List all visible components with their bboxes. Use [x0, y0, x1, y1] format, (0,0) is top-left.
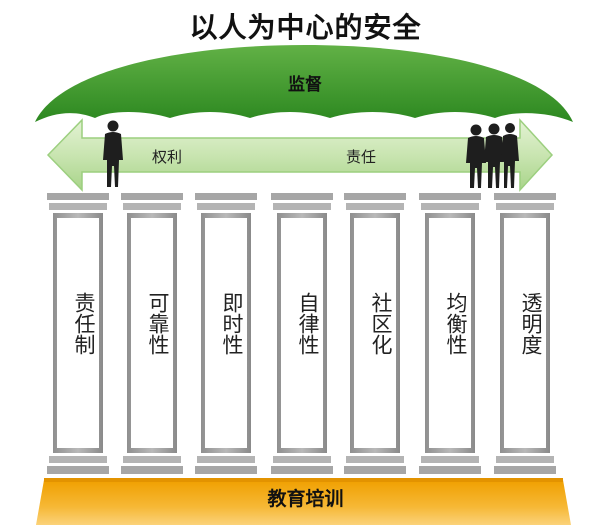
pillar-label-1: 责任制: [72, 292, 96, 355]
arrow-left-label: 权利: [152, 148, 183, 166]
pillar-7: [494, 193, 556, 474]
pillar-label-6: 均衡性: [444, 292, 468, 355]
arrow-right-label: 责任: [346, 148, 377, 166]
pillars-group: [47, 193, 556, 474]
person-icon: [103, 120, 123, 187]
double-arrow-shape: [46, 118, 554, 192]
canopy-shape: [35, 45, 573, 122]
pillar-label-5: 社区化: [369, 292, 393, 355]
pillar-3: [195, 193, 257, 474]
people-group-icon: [466, 123, 519, 188]
base-platform: [36, 480, 571, 525]
pillar-4: [271, 193, 333, 474]
pillar-2: [121, 193, 183, 474]
pillar-label-2: 可靠性: [146, 292, 170, 355]
page-title: 以人为中心的安全: [189, 11, 422, 44]
base-label: 教育培训: [267, 488, 344, 510]
pillar-5: [344, 193, 406, 474]
base-top-edge: [44, 478, 563, 482]
canopy-label: 监督: [288, 75, 322, 95]
pillar-label-4: 自律性: [296, 292, 320, 355]
pillar-1: [47, 193, 109, 474]
pillar-6: [419, 193, 481, 474]
pillar-label-3: 即时性: [220, 292, 244, 355]
pillar-label-7: 透明度: [519, 292, 543, 355]
